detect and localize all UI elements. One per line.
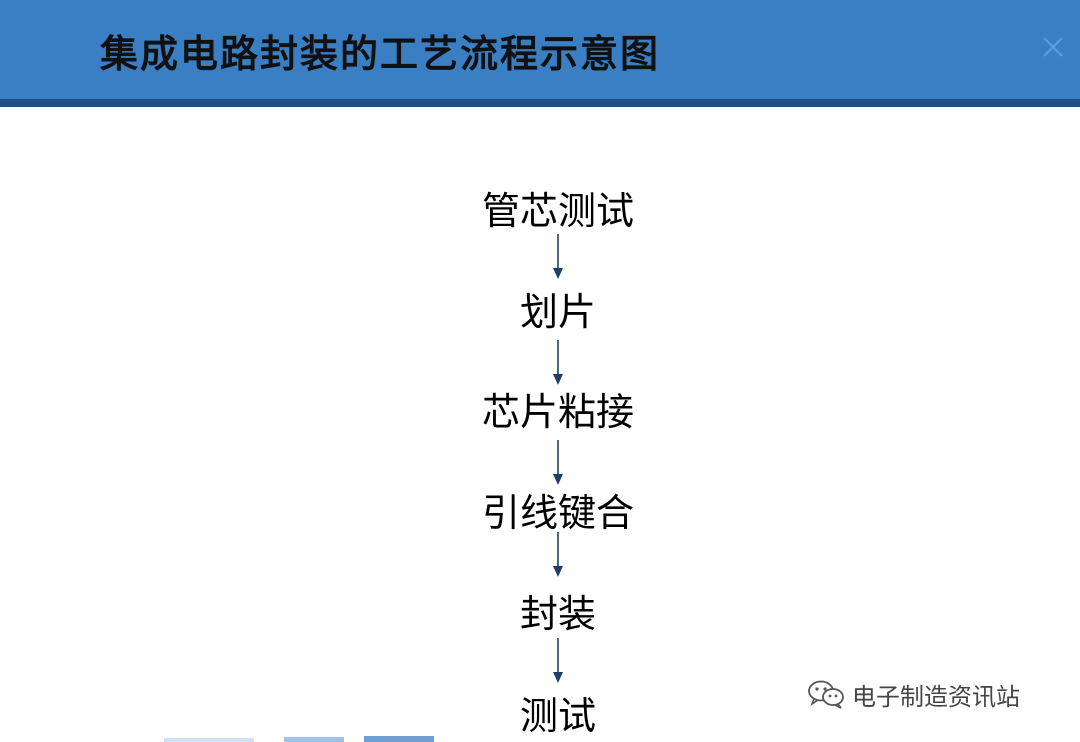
watermark: 电子制造资讯站: [806, 676, 1020, 712]
flow-arrow-5: [553, 638, 563, 683]
header-divider: [0, 99, 1080, 107]
flow-arrow-4: [553, 532, 563, 577]
flow-arrow-2: [553, 340, 563, 385]
flow-step-packaging: 封装: [519, 592, 596, 636]
flow-arrow-1: [553, 234, 563, 279]
wechat-icon: [808, 680, 844, 709]
flow-step-wire-bonding: 引线键合: [481, 491, 634, 535]
watermark-text: 电子制造资讯站: [852, 682, 1020, 711]
corner-decoration-icon: [1043, 37, 1063, 57]
flow-step-final-test: 测试: [519, 694, 596, 738]
flow-step-dicing: 划片: [519, 290, 596, 334]
cropped-content-fragment: [164, 736, 434, 742]
slide-title: 集成电路封装的工艺流程示意图: [100, 32, 661, 76]
flow-step-die-attach: 芯片粘接: [481, 390, 634, 434]
title-bar: 集成电路封装的工艺流程示意图: [0, 0, 1080, 99]
flow-step-die-test: 管芯测试: [481, 189, 634, 233]
flow-arrow-3: [553, 440, 563, 485]
